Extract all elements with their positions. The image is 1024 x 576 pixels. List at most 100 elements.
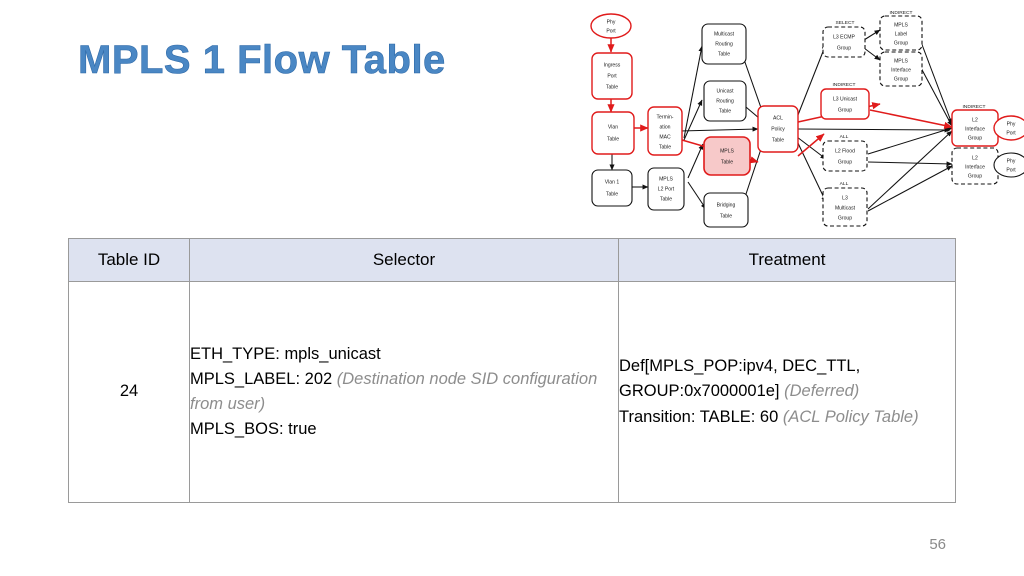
svg-text:L2: L2: [972, 117, 978, 123]
svg-text:INDIRECT: INDIRECT: [889, 10, 912, 16]
svg-text:MAC: MAC: [659, 134, 671, 140]
svg-text:ALL: ALL: [840, 134, 849, 140]
node-termination-mac-table: Termin- ation MAC Table: [647, 106, 683, 156]
svg-text:Group: Group: [837, 45, 851, 51]
svg-text:Termin-: Termin-: [657, 114, 674, 120]
svg-text:Table: Table: [659, 144, 671, 150]
cell-treatment: Def[MPLS_POP:ipv4, DEC_TTL, GROUP:0x7000…: [618, 281, 956, 503]
svg-text:MPLS: MPLS: [894, 58, 908, 64]
svg-text:L3 ECMP: L3 ECMP: [833, 34, 855, 40]
node-phy-port-in: Phy Port: [590, 13, 632, 39]
svg-text:Table: Table: [606, 84, 618, 90]
svg-text:SELECT: SELECT: [835, 20, 854, 26]
svg-text:Port: Port: [606, 28, 616, 34]
treatment-line-def: Def[MPLS_POP:ipv4, DEC_TTL, GROUP:0x7000…: [619, 354, 955, 404]
treatment-def-note: (Deferred): [784, 382, 860, 401]
svg-text:Group: Group: [894, 76, 908, 82]
svg-text:Table: Table: [719, 108, 731, 114]
node-l2-flood-group: ALL L2 Flood Group: [822, 134, 868, 172]
svg-text:Interface: Interface: [965, 126, 985, 132]
svg-text:Table: Table: [607, 136, 619, 142]
page-title: MPLS 1 Flow Table: [78, 38, 446, 83]
node-mpls-label-group: INDIRECT MPLS Label Group: [879, 10, 923, 51]
cell-selector: ETH_TYPE: mpls_unicast MPLS_LABEL: 202 (…: [189, 281, 619, 503]
node-mpls-interface-group: MPLS Interface Group: [879, 51, 923, 87]
svg-text:Table: Table: [718, 51, 730, 57]
svg-text:L2: L2: [972, 155, 978, 161]
svg-text:Interface: Interface: [965, 164, 985, 170]
table-row: 24 ETH_TYPE: mpls_unicast MPLS_LABEL: 20…: [68, 281, 956, 503]
svg-text:L3: L3: [842, 195, 848, 201]
svg-text:Phy: Phy: [1007, 121, 1016, 127]
svg-text:Label: Label: [895, 31, 907, 37]
svg-text:Group: Group: [968, 135, 982, 141]
svg-text:Group: Group: [838, 107, 852, 113]
node-vlan-table: Vlan Table: [591, 111, 635, 155]
svg-text:Multicast: Multicast: [835, 205, 856, 211]
column-header-table-id: Table ID: [68, 238, 190, 282]
svg-text:Vlan: Vlan: [608, 124, 618, 130]
svg-text:Table: Table: [772, 137, 784, 143]
svg-text:INDIRECT: INDIRECT: [832, 82, 855, 88]
svg-text:MPLS: MPLS: [894, 22, 908, 28]
column-header-treatment: Treatment: [618, 238, 956, 282]
selector-mpls-label-note: (Destination node SID configuration from…: [190, 369, 598, 413]
node-l3-multicast-group: ALL L3 Multicast Group: [822, 181, 868, 227]
selector-line-mpls-label: MPLS_LABEL: 202 (Destination node SID co…: [190, 367, 618, 417]
svg-text:Phy: Phy: [607, 19, 616, 25]
svg-text:Vlan 1: Vlan 1: [605, 179, 620, 185]
node-multicast-routing-table: Multicast Routing Table: [701, 23, 747, 65]
treatment-def-value: Def[MPLS_POP:ipv4, DEC_TTL, GROUP:0x7000…: [619, 357, 861, 401]
svg-text:Port: Port: [607, 73, 617, 79]
svg-text:L2 Port: L2 Port: [658, 186, 675, 192]
node-l2-interface-group-black: L2 Interface Group: [951, 147, 999, 185]
svg-text:ALL: ALL: [840, 181, 849, 187]
svg-text:Table: Table: [720, 213, 732, 219]
svg-text:Phy: Phy: [1007, 158, 1016, 164]
node-l2-interface-group-red: INDIRECT L2 Interface Group: [951, 104, 999, 147]
svg-text:Routing: Routing: [715, 41, 733, 47]
node-phy-port-out-black: Phy Port: [993, 152, 1024, 178]
svg-text:Group: Group: [968, 173, 982, 179]
svg-text:Unicast: Unicast: [717, 88, 735, 94]
svg-text:MPLS: MPLS: [720, 148, 734, 154]
table-header-row: Table ID Selector Treatment: [68, 238, 956, 282]
selector-line-eth-type: ETH_TYPE: mpls_unicast: [190, 344, 381, 363]
node-l3-ecmp-group: SELECT L3 ECMP Group: [822, 20, 866, 58]
svg-text:L2 Flood: L2 Flood: [835, 148, 855, 154]
node-acl-policy-table: ACL Policy Table: [757, 105, 799, 153]
node-ingress-port-table: Ingress Port Table: [591, 52, 633, 100]
svg-text:Group: Group: [894, 40, 908, 46]
node-vlan-1-table: Vlan 1 Table: [591, 169, 633, 207]
node-bridging-table: Bridging Table: [703, 192, 749, 228]
svg-text:MPLS: MPLS: [659, 176, 673, 182]
svg-text:Ingress: Ingress: [604, 62, 621, 68]
node-l3-unicast-group: INDIRECT L3 Unicast Group: [820, 82, 870, 120]
node-mpls-l2-port-table: MPLS L2 Port Table: [647, 167, 685, 211]
svg-text:Port: Port: [1006, 130, 1016, 136]
svg-text:Table: Table: [606, 191, 618, 197]
node-phy-port-out-red: Phy Port: [993, 115, 1024, 141]
selector-line-mpls-bos: MPLS_BOS: true: [190, 420, 317, 439]
selector-mpls-label-value: MPLS_LABEL: 202: [190, 369, 337, 388]
flow-table: Table ID Selector Treatment 24 ETH_TYPE:…: [68, 238, 956, 503]
svg-text:INDIRECT: INDIRECT: [962, 104, 985, 110]
page-number: 56: [929, 536, 946, 553]
svg-text:Policy: Policy: [771, 126, 785, 132]
svg-text:Table: Table: [660, 196, 672, 202]
svg-text:Multicast: Multicast: [714, 31, 735, 37]
svg-text:Group: Group: [838, 215, 852, 221]
svg-text:L3 Unicast: L3 Unicast: [833, 96, 858, 102]
column-header-selector: Selector: [189, 238, 619, 282]
svg-text:Bridging: Bridging: [717, 202, 736, 208]
svg-text:Port: Port: [1006, 167, 1016, 173]
treatment-transition-value: Transition: TABLE: 60: [619, 407, 783, 426]
node-unicast-routing-table: Unicast Routing Table: [703, 80, 747, 122]
treatment-transition-note: (ACL Policy Table): [782, 407, 919, 426]
treatment-line-transition: Transition: TABLE: 60 (ACL Policy Table): [619, 405, 955, 430]
svg-text:ation: ation: [659, 124, 670, 130]
svg-text:Table: Table: [721, 159, 733, 165]
svg-text:Interface: Interface: [891, 67, 911, 73]
cell-table-id: 24: [68, 281, 190, 503]
svg-text:Group: Group: [838, 159, 852, 165]
